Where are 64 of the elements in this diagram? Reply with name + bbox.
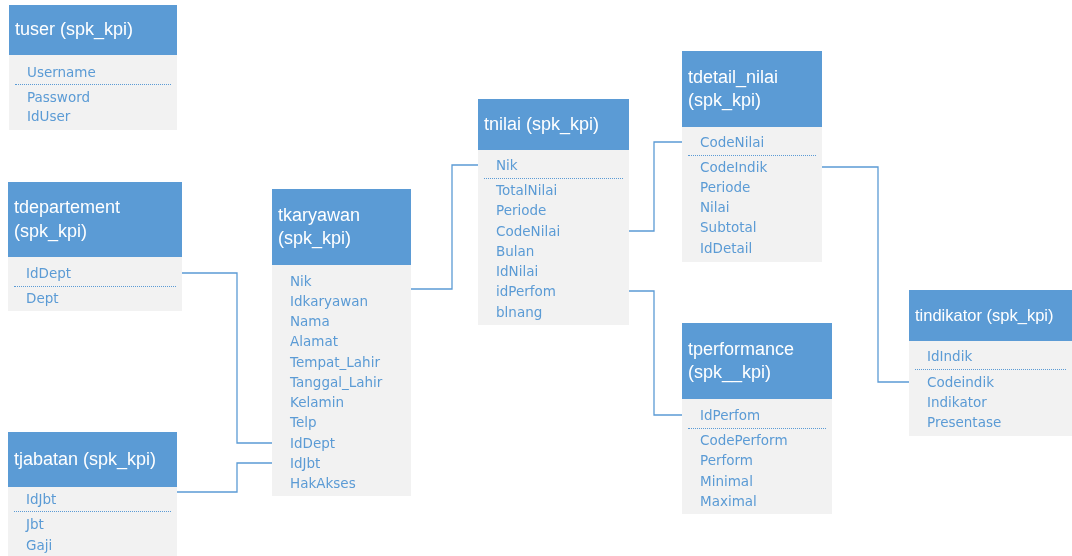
table-card [682,323,832,514]
field-name: Nik [290,272,312,291]
field-name: CodeNilai [496,222,561,241]
connector-line [410,164,479,290]
field-name: IdDept [290,434,336,453]
connector-line [628,290,683,416]
table-header: tdepartement (spk_kpi) [8,182,182,257]
field-name: Maximal [700,492,757,511]
connector-line [821,166,910,383]
table-card [682,51,822,262]
field-name: Gaji [26,536,53,555]
field-name: IdUser [27,107,71,126]
field-name: Periode [700,178,751,197]
connector-line [181,272,273,444]
field-name: Nik [496,156,518,175]
table-header: tjabatan (spk_kpi) [8,432,177,487]
field-name: idPerfom [496,282,556,301]
field-name: IdJbt [290,454,321,473]
field-name: Periode [496,201,547,220]
field-name: Nilai [700,198,730,217]
field-name: Tanggal_Lahir [290,373,383,392]
field-name: Idkaryawan [290,292,369,311]
table-card [8,432,177,556]
field-name: IdDept [26,264,72,283]
field-name: CodeNilai [700,133,765,152]
field-name: CodePerform [700,431,788,450]
field-name: HakAkses [290,474,356,493]
field-name: Dept [26,289,59,308]
field-name: TotalNilai [496,181,558,200]
table-card [909,290,1072,436]
table-header: tindikator (spk_kpi) [909,290,1072,341]
table-card [272,189,411,496]
field-name: Indikator [927,393,987,412]
field-name: Tempat_Lahir [290,353,380,372]
field-name: Telp [290,413,317,432]
table-header: tnilai (spk_kpi) [478,99,629,150]
table-header: tkaryawan (spk_kpi) [272,189,411,265]
field-name: IdIndik [927,347,973,366]
field-name: Bulan [496,242,535,261]
table-card [8,182,182,311]
connector-line [176,462,273,493]
field-name: IdJbt [26,490,57,509]
table-card [9,5,177,130]
field-name: Nama [290,312,330,331]
connector-line [628,141,683,232]
table-card [478,99,629,325]
table-header: tuser (spk_kpi) [9,5,177,55]
field-name: Username [27,63,96,82]
field-name: IdPerfom [700,406,761,425]
field-name: blnang [496,303,543,322]
field-name: Alamat [290,332,338,351]
field-name: Subtotal [700,218,757,237]
table-header: tperformance (spk__kpi) [682,323,832,399]
field-name: IdDetail [700,239,753,258]
table-header: tdetail_nilai (spk_kpi) [682,51,822,127]
field-name: Perform [700,451,753,470]
field-name: Presentase [927,413,1002,432]
field-name: Password [27,88,91,107]
field-name: Minimal [700,472,753,491]
field-name: Codeindik [927,373,994,392]
field-name: Jbt [26,515,44,534]
field-name: CodeIndik [700,158,768,177]
field-name: Kelamin [290,393,344,412]
field-name: IdNilai [496,262,539,281]
